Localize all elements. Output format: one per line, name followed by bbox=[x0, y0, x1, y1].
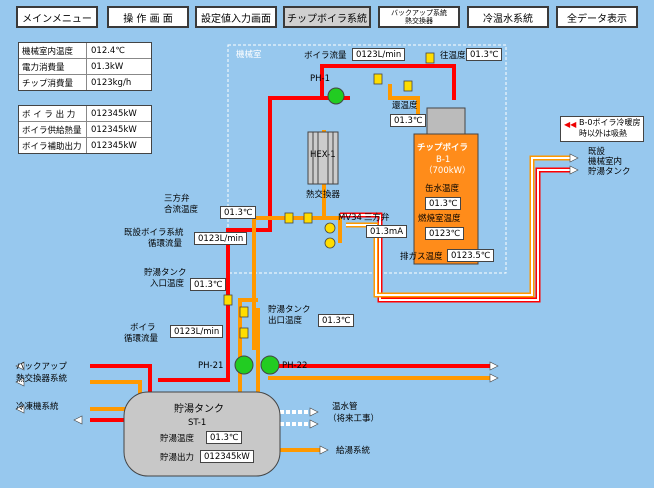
chiller-label: 冷凍機系統 bbox=[16, 402, 59, 412]
tank-name: 貯湯タンク bbox=[174, 404, 224, 415]
ph21-label: PH-21 bbox=[198, 361, 224, 371]
boiler-circ-label-2: 循環流量 bbox=[124, 334, 159, 344]
nav-operation[interactable]: 操 作 画 面 bbox=[107, 6, 189, 28]
pumps bbox=[234, 87, 345, 375]
backup-label-1: バックアップ bbox=[16, 362, 68, 372]
boiler-name: チップボイラ bbox=[417, 143, 469, 153]
hot-pipe-label-1: 温水管 bbox=[332, 402, 358, 412]
right-out-2: 機械室内 bbox=[588, 157, 623, 167]
boiler-id: B-1 bbox=[436, 155, 451, 165]
outlet-temp-label: 往温度 bbox=[440, 51, 466, 61]
existing-label-1: 既設ボイラ系統 bbox=[124, 228, 184, 238]
tank-temp-label: 貯湯温度 bbox=[160, 434, 195, 444]
exhaust-value: 0123.5℃ bbox=[447, 249, 495, 262]
nav-all-data[interactable]: 全データ表示 bbox=[556, 6, 638, 28]
boiler-water-value: 01.3℃ bbox=[425, 197, 462, 210]
tank-out-value: 01.3℃ bbox=[318, 314, 355, 327]
hex-label: HEX-1 bbox=[310, 150, 336, 160]
backup-label-2: 熱交換器系統 bbox=[16, 374, 68, 384]
right-out-1: 既設 bbox=[588, 147, 606, 157]
tank-id: ST-1 bbox=[188, 418, 207, 428]
nav-backup-hex[interactable]: バックアップ系統熱交換器 bbox=[378, 6, 460, 28]
tank-out-label-2: 出口温度 bbox=[268, 316, 303, 326]
tank-connections bbox=[90, 364, 490, 452]
nav-main-menu[interactable]: メインメニュー bbox=[16, 6, 98, 28]
note-arrow-icon: ◀◀ bbox=[564, 120, 577, 129]
exhaust-label: 排ガス温度 bbox=[400, 252, 443, 262]
tank-out-label-1: 貯湯タンク bbox=[268, 305, 311, 315]
boiler-flow-label: ボイラ流量 bbox=[304, 51, 347, 61]
hot-pipe-label-2: （将来工事） bbox=[328, 414, 380, 424]
return-temp-label: 還温度 bbox=[392, 101, 418, 111]
note-box: ◀◀ B-0ボイラ冷暖房 時以外は吸熱 bbox=[560, 116, 644, 142]
three-way-label-1: 三方弁 bbox=[164, 194, 190, 204]
boiler-comb-label: 燃焼室温度 bbox=[418, 214, 461, 224]
boiler-flow-value: 0123L/min bbox=[352, 48, 406, 61]
three-way-label-3: 三方弁 bbox=[364, 213, 390, 223]
existing-value: 0123L/min bbox=[194, 232, 248, 245]
supply-label: 給湯系統 bbox=[336, 446, 371, 456]
ph1-label: PH-1 bbox=[310, 74, 330, 84]
nav-chip-boiler[interactable]: チップボイラ系統 bbox=[283, 6, 371, 28]
boiler-circ-label-1: ボイラ bbox=[130, 323, 156, 333]
three-way-label-2: 合流温度 bbox=[164, 205, 199, 215]
tank-in-label-2: 入口温度 bbox=[150, 279, 185, 289]
tank-out-value-box: 012345kW bbox=[200, 450, 254, 463]
flow-arrows bbox=[15, 153, 579, 455]
tank-in-value: 01.3℃ bbox=[190, 278, 227, 291]
tank-in-label-1: 貯湯タンク bbox=[144, 268, 187, 278]
boiler-comb-value: 0123℃ bbox=[425, 227, 465, 240]
boiler-top bbox=[426, 107, 466, 135]
boiler-capacity: （700kW） bbox=[424, 166, 471, 176]
tank-out-label: 貯湯出力 bbox=[160, 453, 195, 463]
tank-temp-value: 01.3℃ bbox=[206, 431, 243, 444]
hex-name: 熱交換器 bbox=[306, 190, 341, 200]
mv34-label: MV34 bbox=[338, 213, 362, 223]
outlet-temp-value: 01.3℃ bbox=[466, 48, 503, 61]
heat-exchanger bbox=[307, 131, 339, 185]
return-temp-value: 01.3℃ bbox=[390, 114, 427, 127]
mix-temp-value: 01.3℃ bbox=[220, 206, 257, 219]
machine-room-label: 機械室 bbox=[236, 50, 262, 60]
boiler-water-label: 缶水温度 bbox=[425, 184, 460, 194]
nav-chilled-water[interactable]: 冷温水系統 bbox=[467, 6, 549, 28]
existing-label-2: 循環流量 bbox=[148, 239, 183, 249]
valves bbox=[223, 52, 435, 339]
right-out-3: 貯湯タンク bbox=[588, 167, 631, 177]
mv-value: 01.3mA bbox=[366, 225, 408, 238]
nav-settings[interactable]: 設定値入力画面 bbox=[195, 6, 277, 28]
hot-pipes bbox=[158, 64, 456, 382]
machine-room-border bbox=[227, 44, 507, 274]
ph22-label: PH-22 bbox=[282, 361, 308, 371]
boiler-circ-value: 0123L/min bbox=[170, 325, 224, 338]
